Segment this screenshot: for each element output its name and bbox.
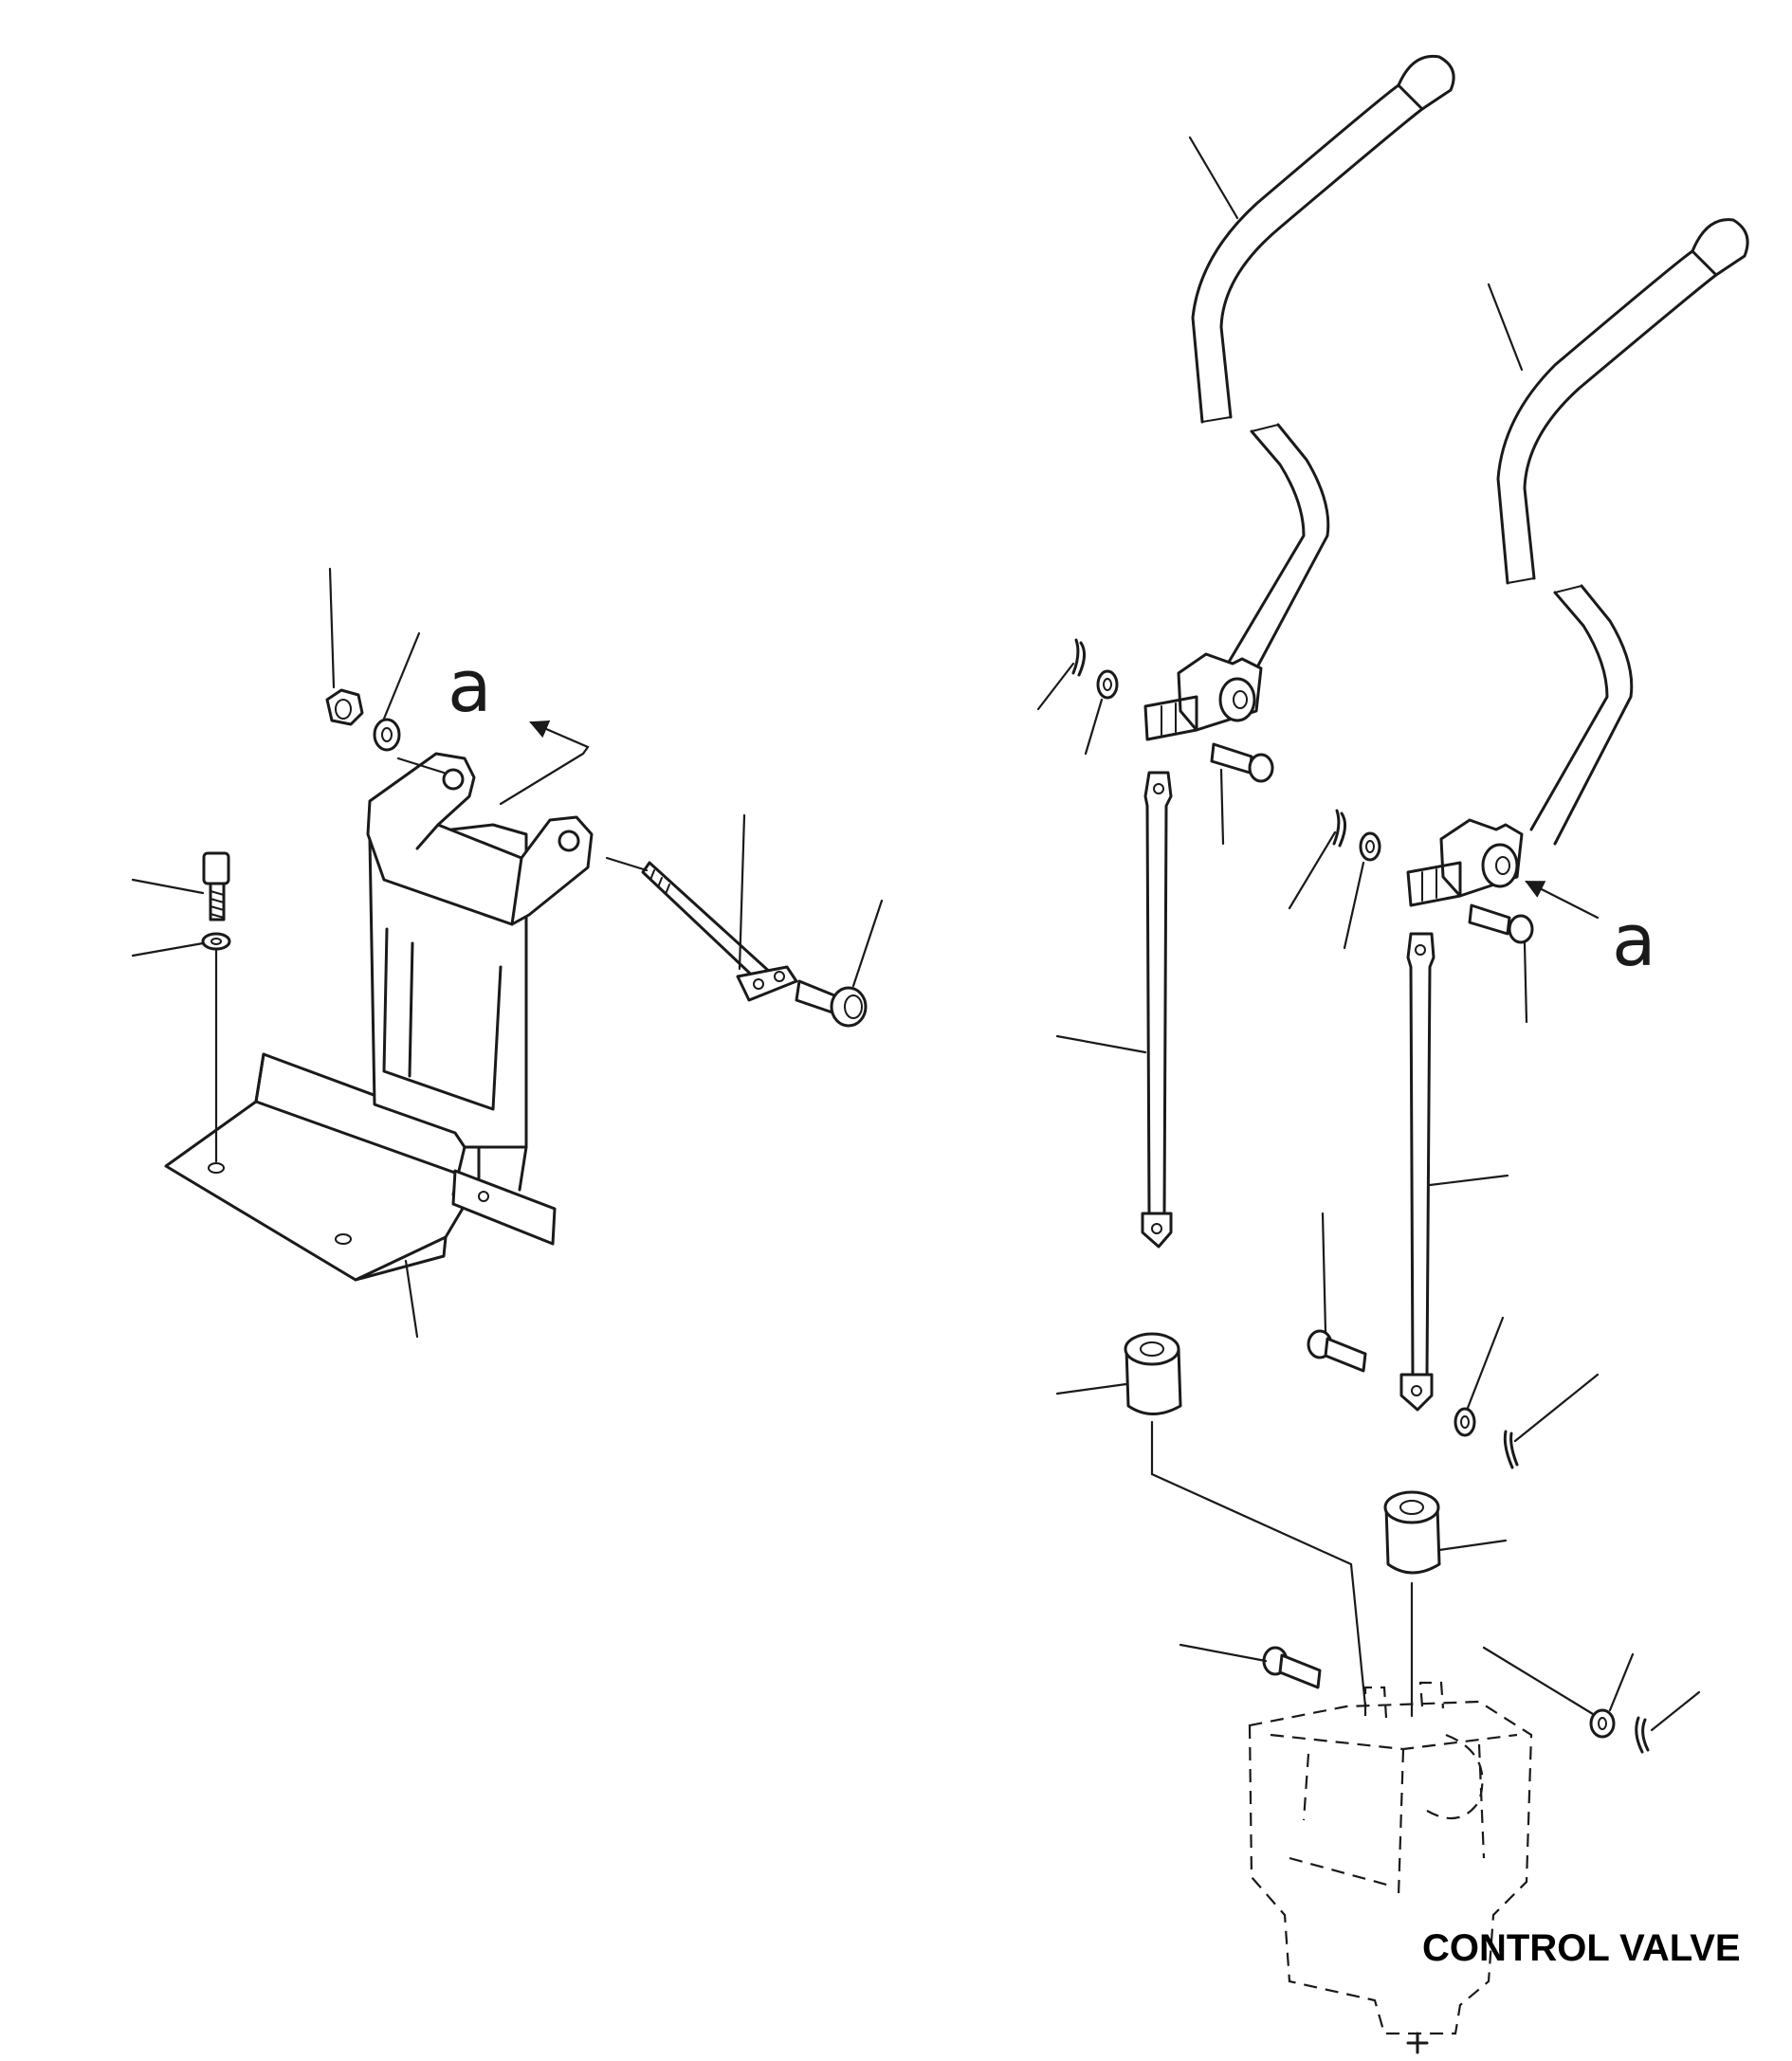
lever-right [1406,218,1749,907]
lever-left [1143,54,1455,741]
view-reference-left: a [448,644,590,806]
boot-1 [1124,1332,1182,1415]
cap-screw [202,851,230,921]
view-reference-right: a [1525,880,1656,982]
callout-leaders [131,136,1701,1732]
lever-stand-assembly [164,688,868,1282]
control-valve-phantom [1248,1681,1533,2054]
flanged-bolt [795,979,868,1028]
valve-hardware [1262,1646,1650,1754]
hex-nut [325,688,364,726]
boot-2 [1383,1490,1441,1575]
base-plate [164,1052,481,1282]
washer-top [373,718,401,752]
pivot-pin [641,861,798,1002]
component-caption: CONTROL VALVE [1422,1927,1741,1969]
link-rod-2 [1399,932,1435,1412]
view-ref-right-letter: a [1612,898,1656,982]
u-bracket [366,752,594,926]
link-rod-1 [1141,771,1173,1249]
clevis-hardware [1071,638,1534,944]
washer-small [201,932,231,951]
view-ref-left-letter: a [448,644,492,728]
rod-lower-hardware [1307,1329,1519,1469]
